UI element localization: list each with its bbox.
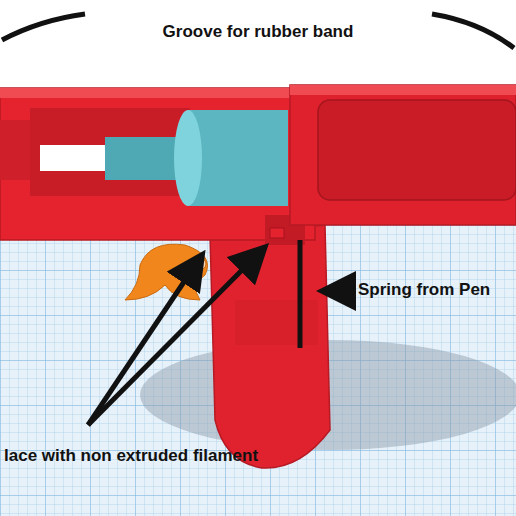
annotation-label: lace with non extruded filament bbox=[4, 446, 258, 466]
annotation-label: Groove for rubber band bbox=[163, 22, 354, 42]
annotation-label: Spring from Pen bbox=[358, 280, 490, 300]
